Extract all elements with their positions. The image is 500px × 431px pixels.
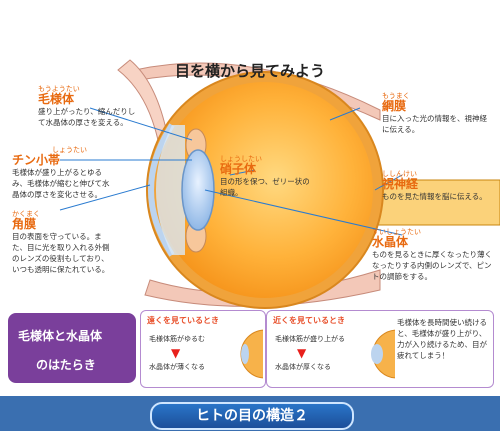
- label-shoshitai-name: 硝子体: [220, 162, 257, 176]
- near-title: 近くを見ているとき: [273, 316, 345, 325]
- down-arrow-icon: ▼: [171, 346, 181, 360]
- label-shishinkei-desc: ものを見た情報を脳に伝える。: [382, 192, 487, 201]
- page-title: 目を横から見てみよう: [0, 60, 500, 81]
- panel-line1: 毛様体と水晶体: [18, 329, 103, 343]
- panel-line2: のはたらき: [36, 358, 96, 372]
- near-view-box: 近くを見ているとき 毛様体筋が盛り上がる ▼ 水晶体が厚くなる 毛様体を長時間使…: [266, 310, 494, 388]
- label-moumaku-desc: 目に入った光の情報を、視神経に伝える。: [382, 114, 487, 134]
- label-shoshitai-desc: 目の形を保つ、ゼリー状の組織。: [220, 177, 310, 197]
- title-text: 目を横から見てみよう: [174, 62, 325, 80]
- far-title: 遠くを見ているとき: [147, 316, 219, 325]
- near-a: 毛様体筋が盛り上がる: [275, 335, 345, 343]
- footer-title: ヒトの目の構造２: [150, 402, 354, 430]
- label-suishoutai: すいしょうたい 水晶体 ものを見るときに厚くなったり薄くなったりする内側のレンズ…: [372, 228, 492, 281]
- cornea-shape: [148, 123, 175, 257]
- label-mouyoutai: もうようたい 毛様体 盛り上がったり、縮んだりして水晶体の厚さを変える。: [38, 85, 138, 128]
- label-kakumaku: かくまく 角膜 目の表面を守っている。また、目に光を取り入れる外側のレンズの役割…: [12, 210, 114, 275]
- label-mouyoutai-desc: 盛り上がったり、縮んだりして水晶体の厚さを変える。: [38, 107, 136, 127]
- label-shoshitai: しょうしたい 硝子体 目の形を保つ、ゼリー状の組織。: [220, 155, 310, 197]
- label-shishinkei-name: 視神経: [382, 177, 419, 191]
- label-chin: しょうたい チン小帯 毛様体が盛り上がるとゆるみ、毛様体が縮むと伸びて水晶体の厚…: [12, 146, 112, 200]
- label-kakumaku-desc: 目の表面を守っている。また、目に光を取り入れる外側のレンズの役割もしており、いつ…: [12, 232, 110, 274]
- label-mouyoutai-name: 毛様体: [38, 92, 75, 106]
- near-eye-icon: [371, 329, 395, 379]
- label-chin-name: チン小帯: [12, 153, 61, 167]
- label-moumaku-name: 網膜: [382, 99, 407, 113]
- far-view-box: 遠くを見ているとき 毛様体筋がゆるむ ▼ 水晶体が薄くなる: [140, 310, 266, 388]
- label-kakumaku-name: 角膜: [12, 217, 37, 231]
- down-arrow-icon-2: ▼: [297, 346, 307, 360]
- label-chin-desc: 毛様体が盛り上がるとゆるみ、毛様体が縮むと伸びて水晶体の厚さを変化させる。: [12, 168, 110, 199]
- near-b: 水晶体が厚くなる: [275, 363, 331, 371]
- fatigue-note: 毛様体を長時間使い続けると、毛様体が盛り上がり、力が入り続けるため、目が疲れてし…: [397, 318, 487, 360]
- far-b: 水晶体が薄くなる: [149, 363, 205, 371]
- far-a: 毛様体筋がゆるむ: [149, 335, 205, 343]
- label-shishinkei: ししんけい 視神経 ものを見た情報を脳に伝える。: [382, 170, 492, 202]
- label-suishoutai-desc: ものを見るときに厚くなったり薄くなったりする内側のレンズで、ピントの調節をする。: [372, 250, 492, 281]
- label-suishoutai-name: 水晶体: [372, 235, 409, 249]
- label-moumaku: もうまく 網膜 目に入った光の情報を、視神経に伝える。: [382, 92, 492, 135]
- lens-shape: [181, 149, 215, 231]
- far-eye-icon: [240, 329, 263, 379]
- function-panel: [8, 313, 136, 383]
